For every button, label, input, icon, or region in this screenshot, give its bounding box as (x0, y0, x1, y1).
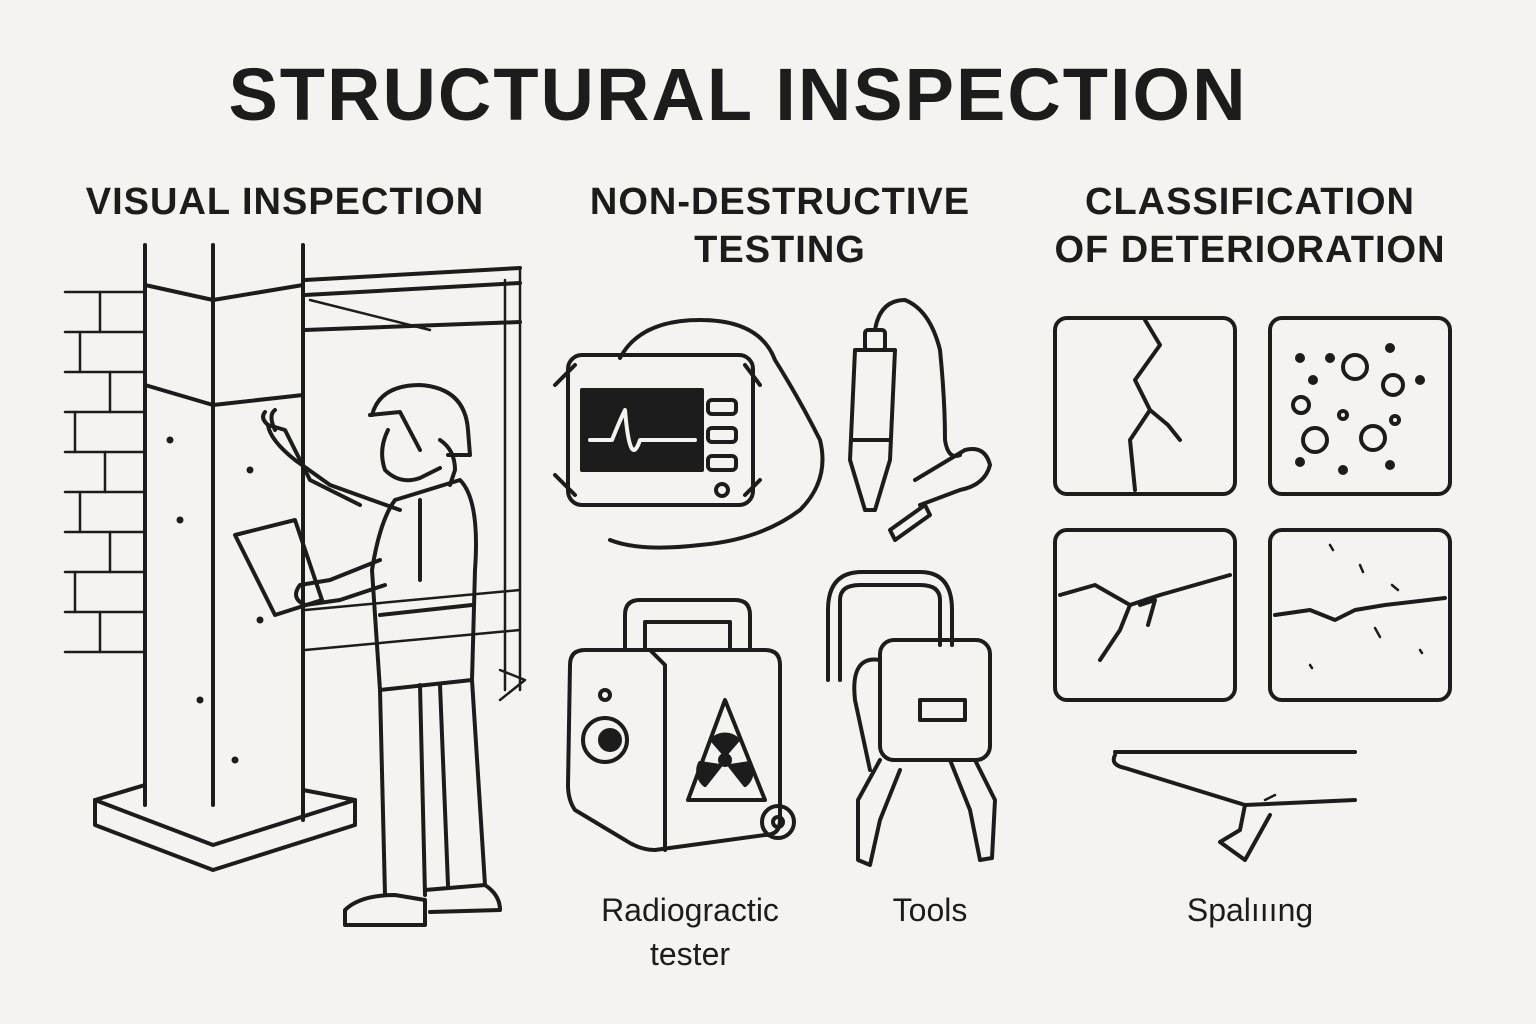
column-illustration (63, 243, 527, 872)
crack-panel-icon (1053, 316, 1237, 496)
visual-inspection-heading: VISUAL INSPECTION (60, 178, 510, 226)
inspector-figure (233, 383, 502, 927)
classification-heading: CLASSIFICATION OF DETERIORATION (1040, 178, 1460, 274)
ultrasonic-tester-icon (553, 318, 825, 550)
radiographic-tester-caption: Radiogractic tester (560, 888, 820, 976)
fracture-panel-icon (1053, 528, 1237, 702)
visual-inspection-heading-text: VISUAL INSPECTION (85, 181, 485, 223)
spalling-caption: Spalıııng (1186, 892, 1314, 928)
classification-heading-line2: OF DETERIORATION (1054, 229, 1446, 271)
ndt-heading-line2: TESTING (694, 229, 866, 271)
radiographic-tester-caption-line1: Radiogractic (601, 892, 779, 928)
pitting-panel-icon (1268, 316, 1452, 496)
radiographic-tester-caption-line2: tester (649, 936, 731, 972)
tools-caption: Tools (892, 892, 968, 928)
spalling-icon (1111, 750, 1357, 862)
classification-heading-line1: CLASSIFICATION (1085, 181, 1415, 223)
surface-crack-panel-icon (1268, 528, 1452, 702)
probe-icon (848, 298, 992, 542)
clamp-tool-icon (826, 570, 997, 867)
ndt-heading-line1: NON-DESTRUCTIVE (589, 181, 971, 223)
radiographic-tester-icon (566, 598, 796, 852)
page-title: STRUCTURAL INSPECTION (228, 53, 1248, 136)
ndt-heading: NON-DESTRUCTIVE TESTING (560, 178, 1000, 274)
